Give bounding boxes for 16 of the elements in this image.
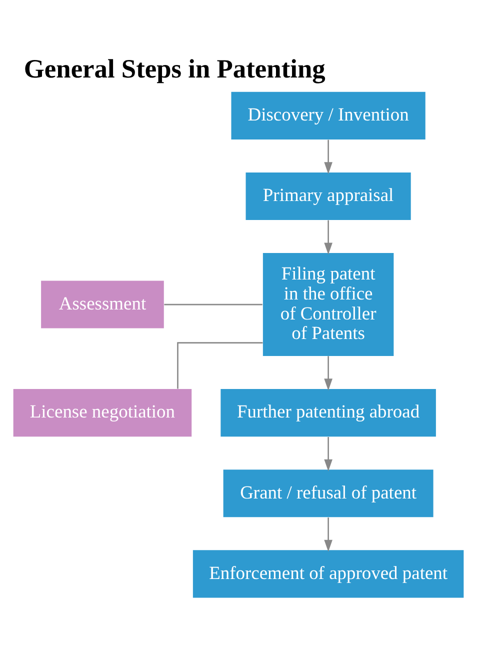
arrow <box>324 220 332 254</box>
node-box: Filing patent in the office of Controller of Patents <box>262 252 394 356</box>
connector <box>164 303 262 305</box>
arrow <box>324 139 332 174</box>
arrow <box>324 517 332 552</box>
node-box: Discovery / Invention <box>231 91 426 139</box>
arrow <box>324 356 332 390</box>
node-box: License negotiation <box>13 388 192 436</box>
node-box: Assessment <box>41 280 164 328</box>
node-box: Grant / refusal of patent <box>223 469 434 517</box>
diagram-title: General Steps in Patenting <box>24 52 326 83</box>
arrow <box>324 436 332 471</box>
node-box: Enforcement of approved patent <box>192 550 464 598</box>
node-box: Primary appraisal <box>246 172 411 220</box>
connector <box>177 342 263 388</box>
node-box: Further patenting abroad <box>220 388 436 436</box>
